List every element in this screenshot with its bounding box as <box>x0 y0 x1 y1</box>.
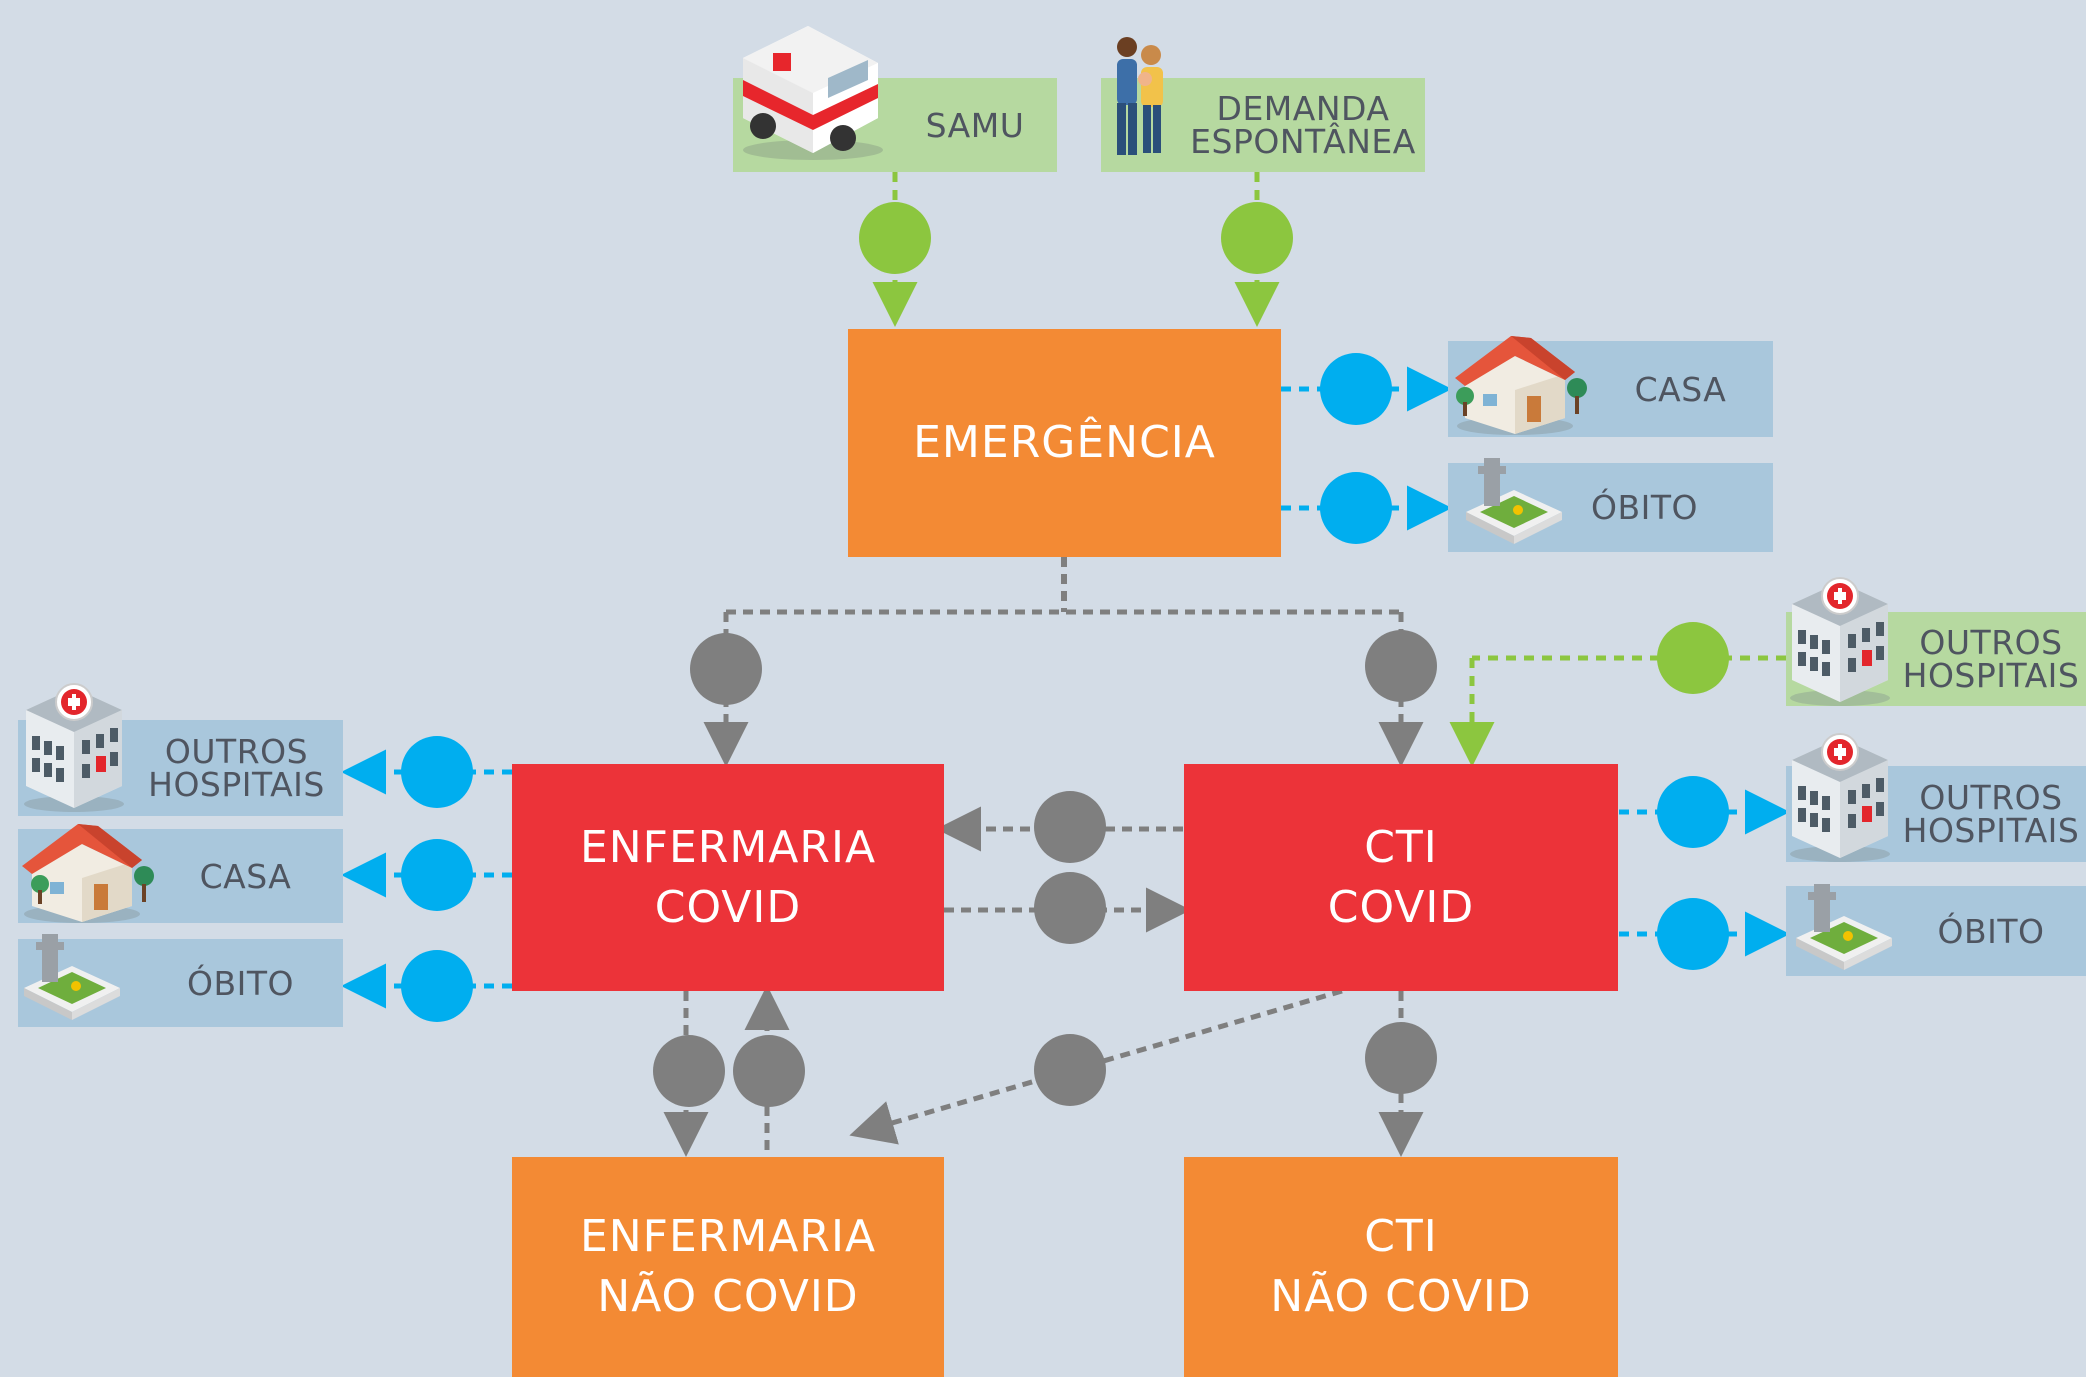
enfermaria-nao-covid-to-covid-connector <box>733 985 805 1150</box>
emergencia-split-connector <box>726 557 1401 615</box>
enfermaria-to-casa-connector <box>341 839 512 911</box>
cti-to-enfermaria-connector <box>936 791 1183 863</box>
cti-obito-label: ÓBITO <box>1937 911 2045 951</box>
emergencia-obito-label: ÓBITO <box>1591 488 1698 527</box>
enfermaria-outros-hospitais-label: OUTROS HOSPITAIS <box>148 732 325 804</box>
demanda-to-emergencia-connector <box>1221 172 1293 327</box>
hospital-icon <box>1790 577 1890 706</box>
demanda-espontanea-label: DEMANDA ESPONTÂNEA <box>1190 89 1416 161</box>
samu-to-emergencia-connector <box>859 172 931 327</box>
cti-covid-to-cti-nao-covid-connector <box>1365 991 1437 1157</box>
enfermaria-covid-to-nao-covid-connector <box>653 991 725 1157</box>
emergencia-node: EMERGÊNCIA <box>848 329 1281 557</box>
grave-icon <box>1796 884 1892 970</box>
enfermaria-casa-label: CASA <box>199 856 292 896</box>
enfermaria-to-obito-connector <box>341 950 512 1022</box>
house-icon <box>1455 336 1587 435</box>
enfermaria-to-cti-connector <box>944 872 1191 944</box>
cti-to-obito-connector <box>1619 898 1790 970</box>
enfermaria-obito-label: ÓBITO <box>187 963 294 1003</box>
hospital-icon <box>1790 733 1890 862</box>
emergencia-to-cti-covid-connector <box>1365 612 1437 767</box>
grave-icon <box>24 934 120 1020</box>
cti-to-outros-hospitais-connector <box>1619 776 1790 848</box>
cti-incoming-outros-hospitais-label: OUTROS HOSPITAIS <box>1902 623 2080 695</box>
enfermaria-to-outros-hospitais-connector <box>341 736 512 808</box>
emergencia-to-obito-connector <box>1281 472 1452 544</box>
family-icon <box>1117 37 1163 155</box>
house-icon <box>22 824 154 923</box>
emergencia-casa-label: CASA <box>1634 369 1727 409</box>
emergencia-to-enfermaria-covid-connector <box>690 612 762 767</box>
outros-hospitais-to-cti-covid-connector <box>1449 622 1786 767</box>
cti-outros-hospitais-label: OUTROS HOSPITAIS <box>1902 778 2080 850</box>
cti-nao-covid-node: CTI NÃO COVID <box>1184 1157 1618 1377</box>
emergencia-to-casa-connector <box>1281 353 1452 425</box>
enfermaria-covid-node: ENFERMARIA COVID <box>512 764 944 991</box>
hospital-icon <box>24 683 124 812</box>
cti-covid-to-enfermaria-nao-covid-connector <box>849 988 1343 1145</box>
enfermaria-nao-covid-node: ENFERMARIA NÃO COVID <box>512 1157 944 1377</box>
samu-label: SAMU <box>925 105 1025 145</box>
cti-covid-node: CTI COVID <box>1184 764 1618 991</box>
ambulance-icon <box>743 26 883 160</box>
grave-icon <box>1466 458 1562 544</box>
